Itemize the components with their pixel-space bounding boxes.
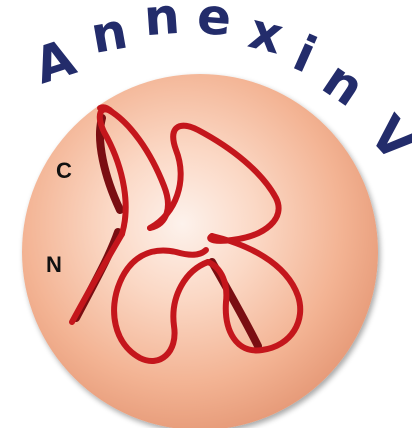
ribbon-n-terminal-strand [69, 231, 125, 325]
title-letter: e [195, 0, 233, 47]
title-letter: n [86, 2, 131, 65]
ribbon-c-terminal-strand [97, 104, 115, 115]
title-letter: i [285, 24, 324, 84]
ribbon-domain-3 [205, 233, 304, 354]
title-letter: A [27, 28, 82, 95]
title-letter: x [243, 1, 288, 65]
title-letter: V [358, 105, 412, 173]
protein-ribbon [69, 104, 304, 364]
title-letter: n [313, 50, 375, 118]
c-terminus-label: C [56, 158, 72, 183]
ribbon-domain-4 [111, 247, 211, 364]
title-letter: n [142, 0, 182, 47]
n-terminus-label: N [46, 252, 62, 277]
